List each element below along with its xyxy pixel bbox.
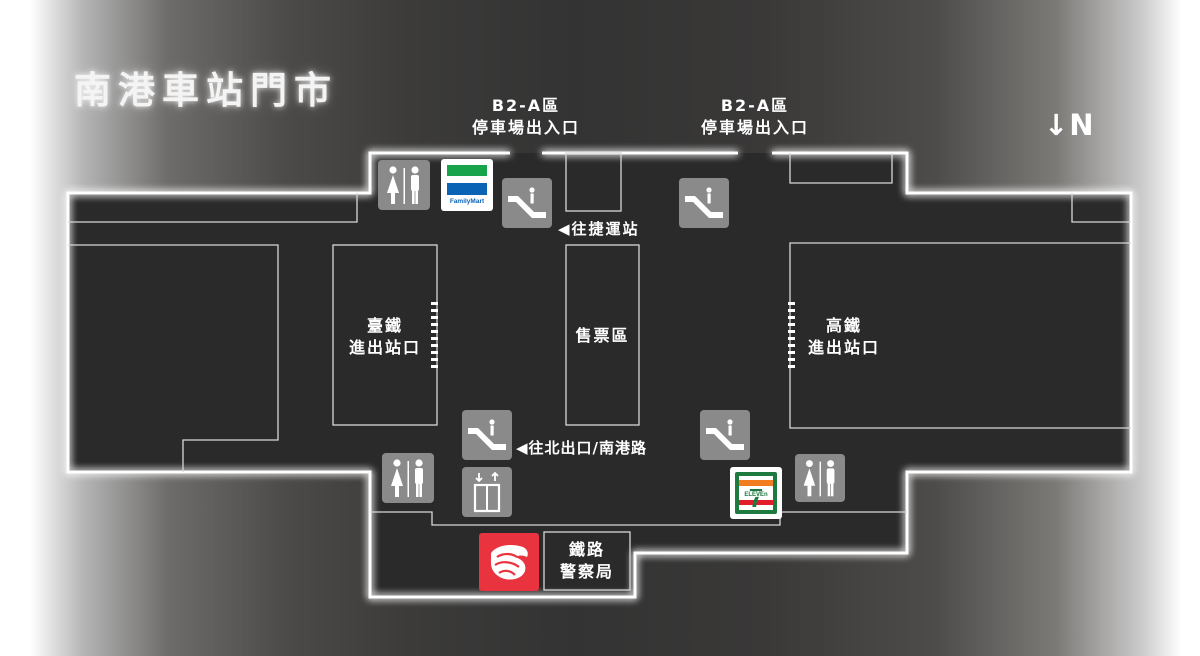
police-label: 鐵路 警察局 [544,539,630,583]
floor-area [68,153,1131,597]
ticket-area-label: 售票區 [575,326,630,345]
mrt-passage [565,152,622,212]
parking-entrance-1-line1: B2-A區 [491,96,561,115]
familymart-logo-icon: FamilyMart [441,159,493,211]
restroom-icon [382,453,434,503]
south-lower-room [370,511,907,526]
seven-eleven-logo-icon: 7 ELEVEn [730,467,782,519]
escalator-icon [502,178,552,228]
hsr-gate-label: 高鐵 進出站口 [796,315,892,359]
parking-entrance-2-line2: 停車場出入口 [700,118,809,137]
parking-entrance-2-line1: B2-A區 [720,96,790,115]
ticket-area [565,244,640,426]
police-label-line2: 警察局 [559,562,614,581]
tra-gate-label-line1: 臺鐵 [366,316,403,335]
restroom-icon [378,160,430,210]
parking-entrance-label-1: B2-A區 停車場出入口 [462,95,590,139]
direction-to-north-exit: ◀往北出口/南港路 [516,439,648,457]
hsr-gate-area [789,242,1131,429]
northeast-room [789,153,893,184]
west-corridor-top [68,193,358,223]
seven-eleven-text: ELEVEn [744,492,768,498]
parking-entrance-1-line2: 停車場出入口 [471,118,580,137]
familymart-logo-text: FamilyMart [450,198,485,205]
escalator-icon [679,178,729,228]
west-hall-room [68,244,279,472]
direction-to-mrt: ◀往捷運站 [558,220,640,238]
hsr-gates [788,302,795,368]
hsr-gate-label-line2: 進出站口 [807,338,880,357]
tra-gate-label: 臺鐵 進出站口 [333,315,437,359]
map-title: 南港車站門市 [74,69,338,112]
hsr-gate-label-line1: 高鐵 [825,316,862,335]
tra-gates [431,302,438,368]
restroom-icon [795,453,845,503]
tra-gate-label-line2: 進出站口 [348,338,421,357]
escalator-icon [462,410,512,460]
seven-eleven-number: 7 [749,483,763,513]
police-logo-icon [479,533,539,591]
escalator-icon [700,410,750,460]
east-small-room [1071,193,1131,223]
parking-entrance-label-2: B2-A區 停車場出入口 [691,95,819,139]
police-room [543,531,631,591]
north-indicator: ↓N [1044,108,1095,142]
police-label-line1: 鐵路 [568,540,605,559]
elevator-icon [462,467,512,517]
tra-gate-area [332,244,438,426]
